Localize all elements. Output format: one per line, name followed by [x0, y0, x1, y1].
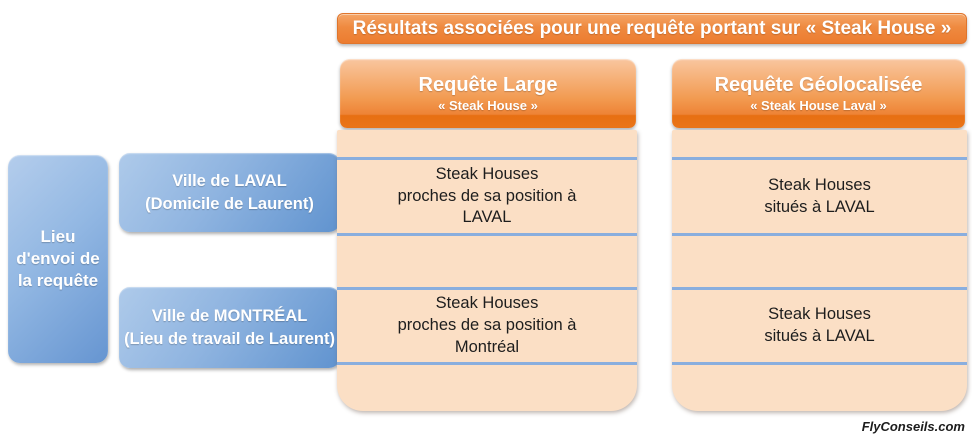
column-header-subtitle: « Steak House »	[438, 98, 538, 113]
results-banner-text: Résultats associées pour une requête por…	[352, 17, 952, 39]
row-divider-line	[337, 362, 637, 365]
result-cell-geo-montreal: Steak Houses situés à LAVAL	[764, 305, 875, 345]
row-divider-line	[672, 287, 967, 290]
column-header-requete-large: Requête Large « Steak House »	[340, 59, 636, 128]
footer-credit: FlyConseils.com	[861, 419, 965, 434]
row-divider-line	[672, 233, 967, 236]
row-divider-line	[337, 287, 637, 290]
row-label-text: Ville de MONTRÉAL (Lieu de travail de La…	[124, 307, 335, 348]
row-divider-line	[672, 157, 967, 160]
column-header-requete-geolocalisee: Requête Géolocalisée « Steak House Laval…	[672, 59, 965, 128]
row-label-laval: Ville de LAVAL (Domicile de Laurent)	[119, 153, 340, 232]
row-divider-line	[337, 157, 637, 160]
row-label-text: Ville de LAVAL (Domicile de Laurent)	[145, 172, 314, 213]
row-label-montreal: Ville de MONTRÉAL (Lieu de travail de La…	[119, 287, 340, 368]
row-divider-line	[672, 362, 967, 365]
results-column-geolocalisee: Steak Houses situés à LAVAL Steak Houses…	[672, 130, 967, 411]
result-cell-geo-laval: Steak Houses situés à LAVAL	[764, 175, 875, 216]
row-divider-line	[337, 233, 637, 236]
result-cell-large-montreal: Steak Houses proches de sa position à Mo…	[397, 294, 577, 356]
left-panel-label: Lieu d'envoi de la requête	[16, 226, 100, 291]
column-header-title: Requête Géolocalisée	[714, 74, 923, 96]
column-header-title: Requête Large	[418, 74, 558, 96]
results-column-large: Steak Houses proches de sa position à LA…	[337, 130, 637, 411]
results-banner: Résultats associées pour une requête por…	[337, 13, 967, 44]
column-header-subtitle: « Steak House Laval »	[750, 98, 887, 113]
result-cell-large-laval: Steak Houses proches de sa position à LA…	[397, 164, 577, 227]
left-panel-lieu-envoi: Lieu d'envoi de la requête	[8, 155, 108, 363]
